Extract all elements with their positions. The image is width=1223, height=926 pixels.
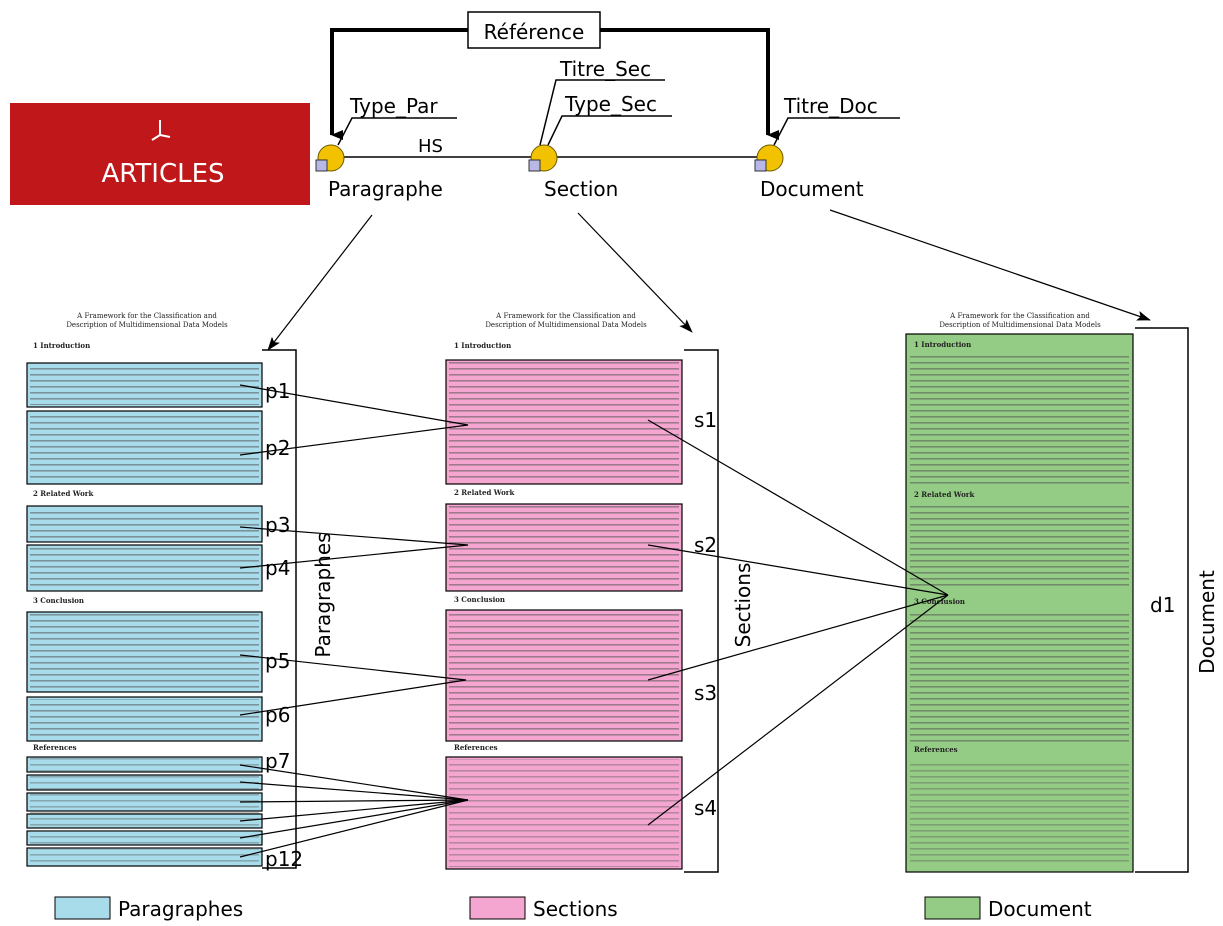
paragraph-section-links (239, 384, 469, 858)
section-node-icon[interactable] (528, 144, 558, 172)
document-bracket (1135, 327, 1189, 873)
type-sec-label: Type_Sec (564, 92, 657, 116)
doc-heading-references: References (33, 743, 77, 752)
doc-heading-related: 2 Related Work (454, 488, 514, 497)
legend-swatch-document (924, 896, 981, 920)
legend-label-paragraphes: Paragraphes (118, 897, 243, 921)
section-label-s4: s4 (694, 796, 717, 820)
legend-swatch-paragraphes (54, 896, 111, 920)
section-label-s1: s1 (694, 408, 717, 432)
paragraphe-node-icon[interactable] (315, 144, 345, 172)
arrow-section-to-doc (577, 212, 693, 333)
legend-label-document: Document (988, 897, 1092, 921)
arrow-document-to-doc (829, 209, 1151, 321)
articles-block[interactable]: ARTICLES (10, 103, 310, 205)
doc-heading-references: References (454, 743, 498, 752)
paragraph-label-p4: p4 (265, 556, 290, 580)
whole-document: A Framework for the Classification and D… (905, 312, 1219, 873)
doc-title-line1: A Framework for the Classification and (495, 312, 636, 320)
paragraphes-bracket-label: Paragraphes (311, 532, 335, 657)
doc-heading-related: 2 Related Work (33, 489, 93, 498)
paragraph-label-p6: p6 (265, 703, 290, 727)
titre-doc-label: Titre_Doc (783, 94, 878, 118)
doc-title-line2: Description of Multidimensional Data Mod… (485, 321, 647, 329)
doc-title-line1: A Framework for the Classification and (949, 312, 1090, 320)
doc-heading-intro: 1 Introduction (33, 341, 90, 350)
legend-swatch-sections (469, 896, 526, 920)
doc-heading-intro: 1 Introduction (454, 341, 511, 350)
section-label: Section (544, 177, 618, 201)
section-document: A Framework for the Classification and D… (445, 312, 755, 873)
doc-heading-conclusion: 3 Conclusion (33, 596, 84, 605)
type-sec-leader (547, 115, 672, 146)
reference-label: Référence (484, 20, 585, 44)
doc-heading-conclusion: 3 Conclusion (454, 595, 505, 604)
hs-label: HS (418, 136, 443, 157)
reference-connector (330, 28, 468, 140)
titre-sec-leader (539, 79, 665, 146)
doc-heading-related: 2 Related Work (914, 490, 974, 499)
section-label-s3: s3 (694, 681, 717, 705)
reference-box[interactable] (467, 11, 601, 49)
schema-graph: Référence HS Type_Par Titre_Sec Type_Sec… (315, 11, 900, 201)
type-par-label: Type_Par (349, 94, 438, 118)
paragraph-document: A Framework for the Classification and D… (26, 312, 335, 869)
reference-connector-right (600, 28, 779, 140)
document-bracket-label: Document (1195, 570, 1219, 674)
doc-heading-intro: 1 Introduction (914, 340, 971, 349)
sections-bracket (684, 349, 719, 873)
doc-heading-references: References (914, 745, 958, 754)
document-label: Document (760, 177, 864, 201)
document-node-icon[interactable] (754, 144, 784, 172)
paragraphe-label: Paragraphe (328, 177, 443, 201)
paragraph-label-p12: p12 (265, 847, 303, 871)
legend-label-sections: Sections (533, 897, 618, 921)
paragraph-label-p3: p3 (265, 513, 290, 537)
axes-icon (151, 120, 171, 141)
type-par-leader (337, 117, 457, 146)
paragraph-label-p2: p2 (265, 436, 290, 460)
legend: Paragraphes Sections Document (54, 896, 1092, 921)
doc-title-line2: Description of Multidimensional Data Mod… (939, 321, 1101, 329)
arrow-paragraphe-to-doc (267, 214, 373, 351)
paragraphes-bracket (262, 349, 297, 869)
titre-sec-label: Titre_Sec (559, 57, 651, 81)
doc-title-line1: A Framework for the Classification and (76, 312, 217, 320)
section-label-s2: s2 (694, 533, 717, 557)
articles-label: ARTICLES (101, 159, 224, 189)
titre-doc-leader (773, 117, 900, 146)
doc-title-line2: Description of Multidimensional Data Mod… (66, 321, 228, 329)
sections-bracket-label: Sections (731, 563, 755, 648)
section-document-links (647, 419, 949, 826)
document-label-d1: d1 (1150, 593, 1175, 617)
paragraph-label-p5: p5 (265, 649, 290, 673)
paragraph-label-p1: p1 (265, 379, 290, 403)
paragraph-label-p7: p7 (265, 749, 290, 773)
